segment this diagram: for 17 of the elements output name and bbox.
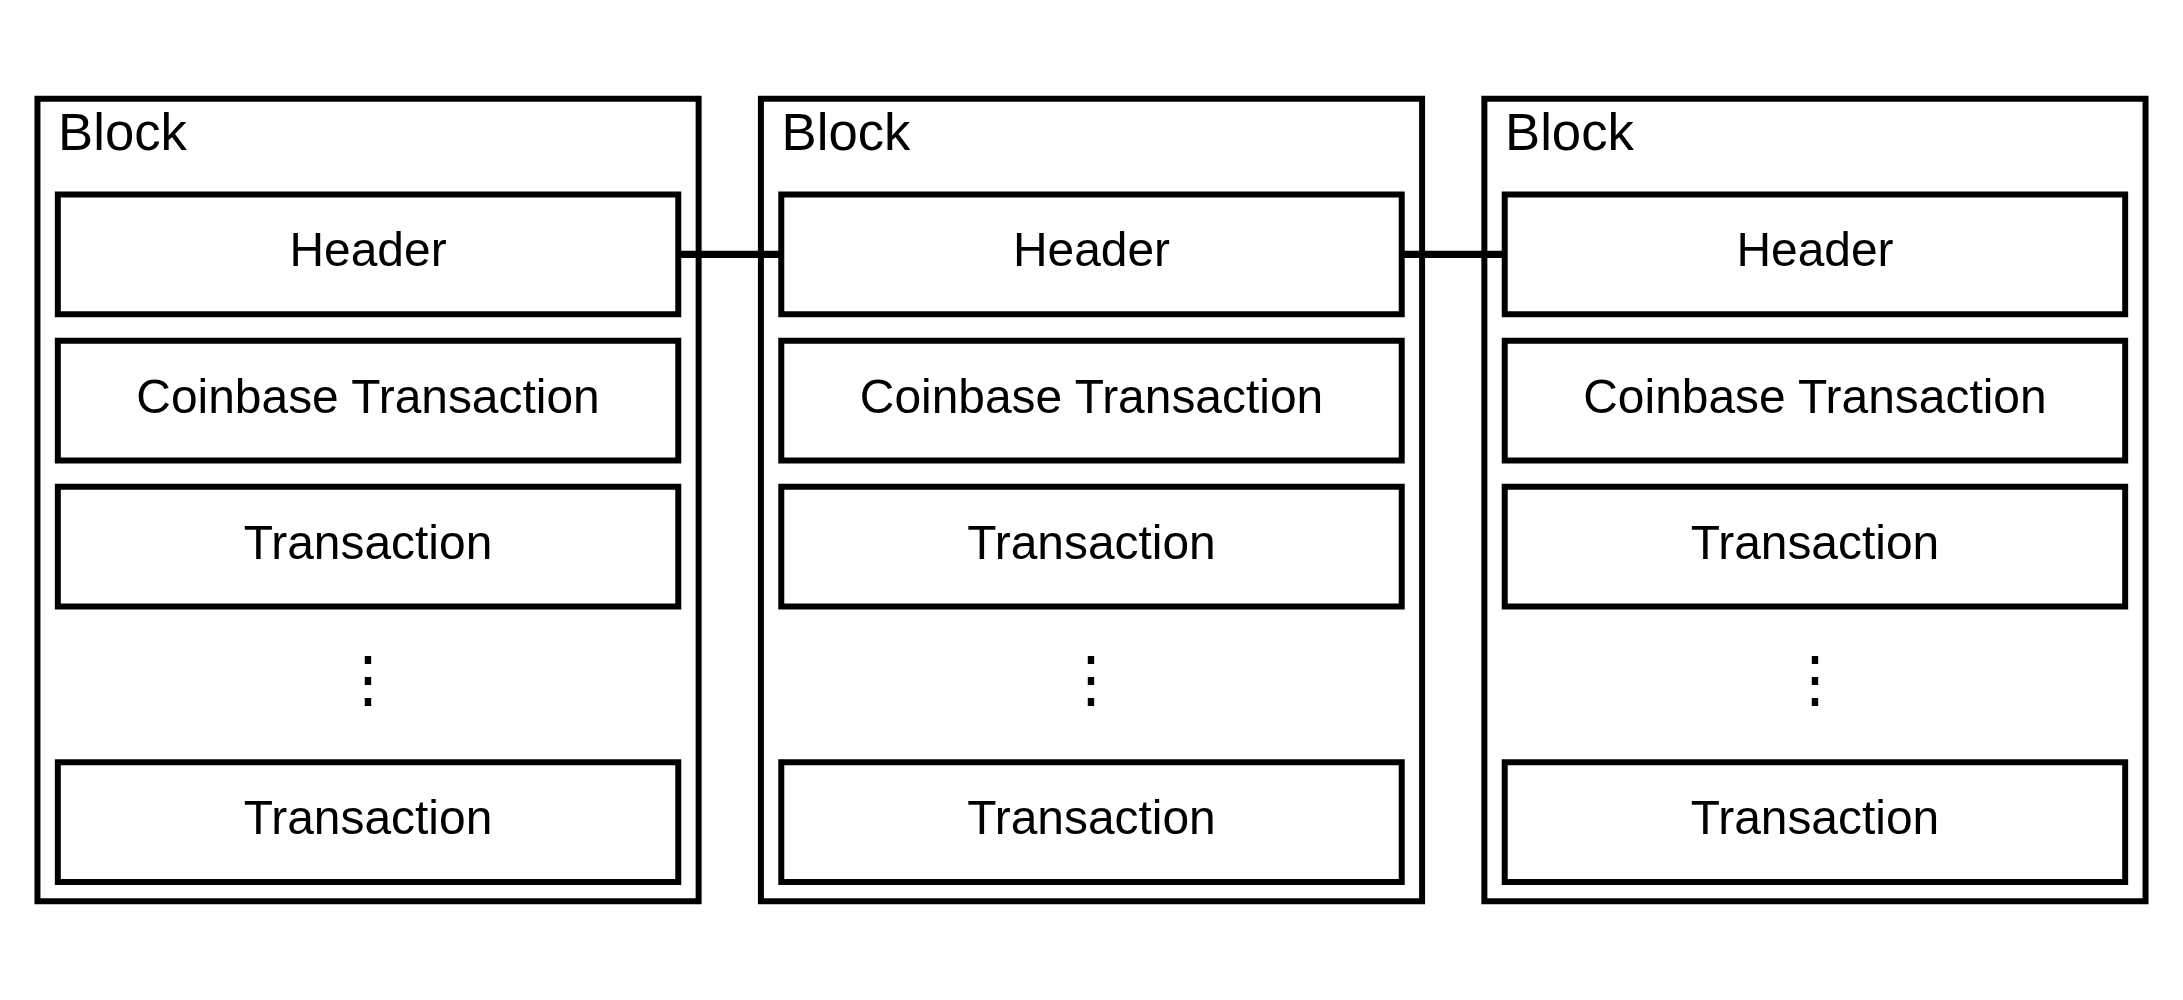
node-box: Transaction xyxy=(778,483,1405,610)
label: ⋮ xyxy=(337,643,400,713)
node-box: Header xyxy=(54,191,682,318)
node-box: Transaction xyxy=(1501,483,2129,610)
node-box: Coinbase Transaction xyxy=(54,337,682,464)
label: ⋮ xyxy=(1060,643,1123,713)
node-box: Transaction xyxy=(54,759,682,886)
node-box: Transaction xyxy=(1501,759,2129,886)
node-box: Transaction xyxy=(54,483,682,610)
label: ⋮ xyxy=(1783,643,1846,713)
node-box: Transaction xyxy=(778,759,1405,886)
connector xyxy=(1402,250,1505,259)
node-box: Coinbase Transaction xyxy=(1501,337,2129,464)
connector xyxy=(678,250,782,259)
node-box: Header xyxy=(1501,191,2129,318)
node-box: Header xyxy=(778,191,1405,318)
node-box: Coinbase Transaction xyxy=(778,337,1405,464)
